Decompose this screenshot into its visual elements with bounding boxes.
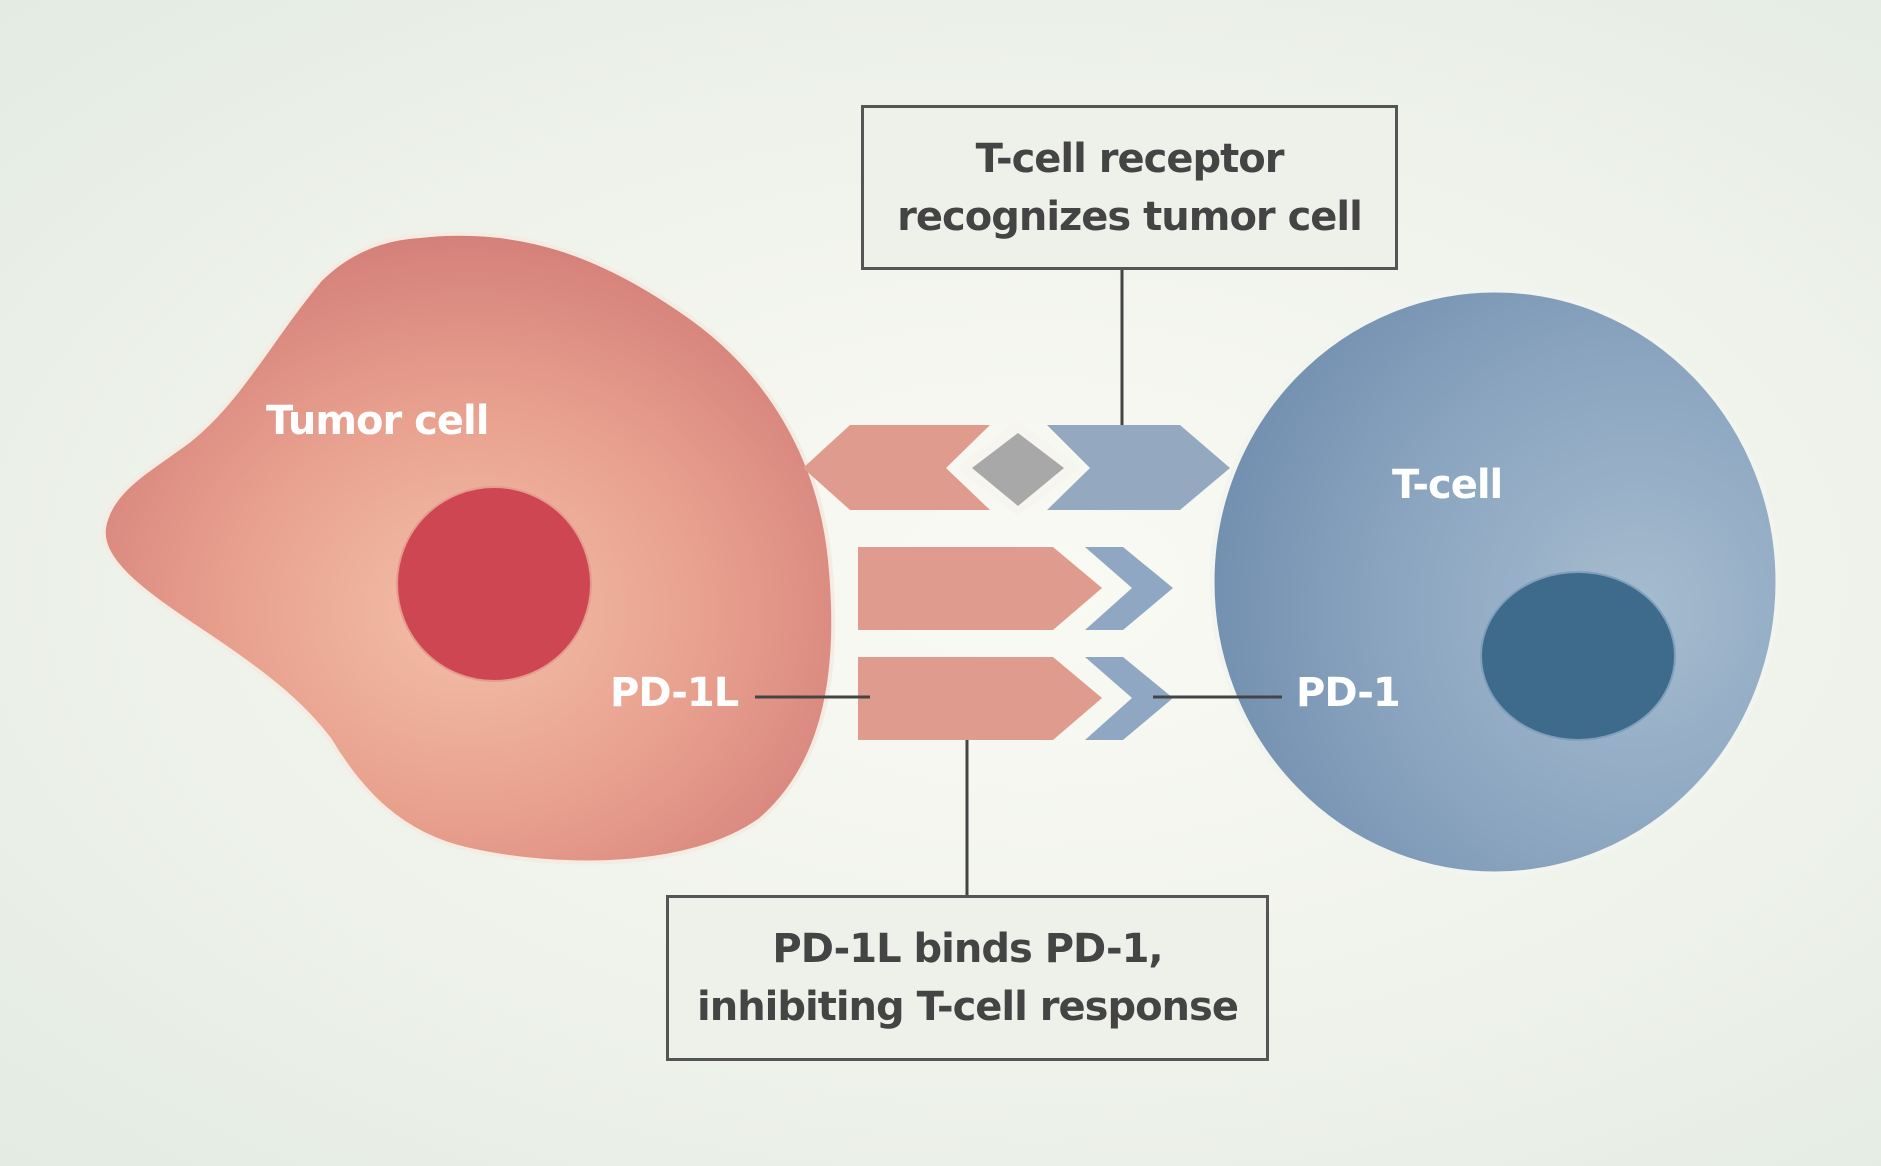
callout-line-2: inhibiting T-cell response: [697, 984, 1239, 1030]
tcr-recognition-callout: T-cell receptor recognizes tumor cell: [861, 105, 1398, 270]
pd1l-label: PD-1L: [610, 670, 739, 716]
pd1l-ligand-upper: [858, 547, 1102, 630]
pd1-binding-callout: PD-1L binds PD-1, inhibiting T-cell resp…: [666, 895, 1269, 1061]
mhc-molecule: [803, 425, 990, 510]
pd1l-ligand-lower: [858, 657, 1102, 740]
antigen-diamond: [972, 433, 1064, 506]
pd1-receptor-upper: [1085, 547, 1173, 630]
pd1-label: PD-1: [1296, 670, 1401, 716]
callout-line-2: recognizes tumor cell: [897, 193, 1363, 240]
tumor-nucleus: [396, 486, 592, 682]
callout-line-1: PD-1L binds PD-1,: [772, 926, 1163, 972]
t-cell-receptor: [1047, 425, 1230, 510]
tumor-cell-label: Tumor cell: [266, 398, 489, 444]
t-cell-nucleus: [1480, 571, 1676, 741]
callout-line-1: T-cell receptor: [975, 135, 1285, 182]
t-cell-label: T-cell: [1392, 462, 1503, 508]
t-cell-body: [1209, 287, 1781, 877]
